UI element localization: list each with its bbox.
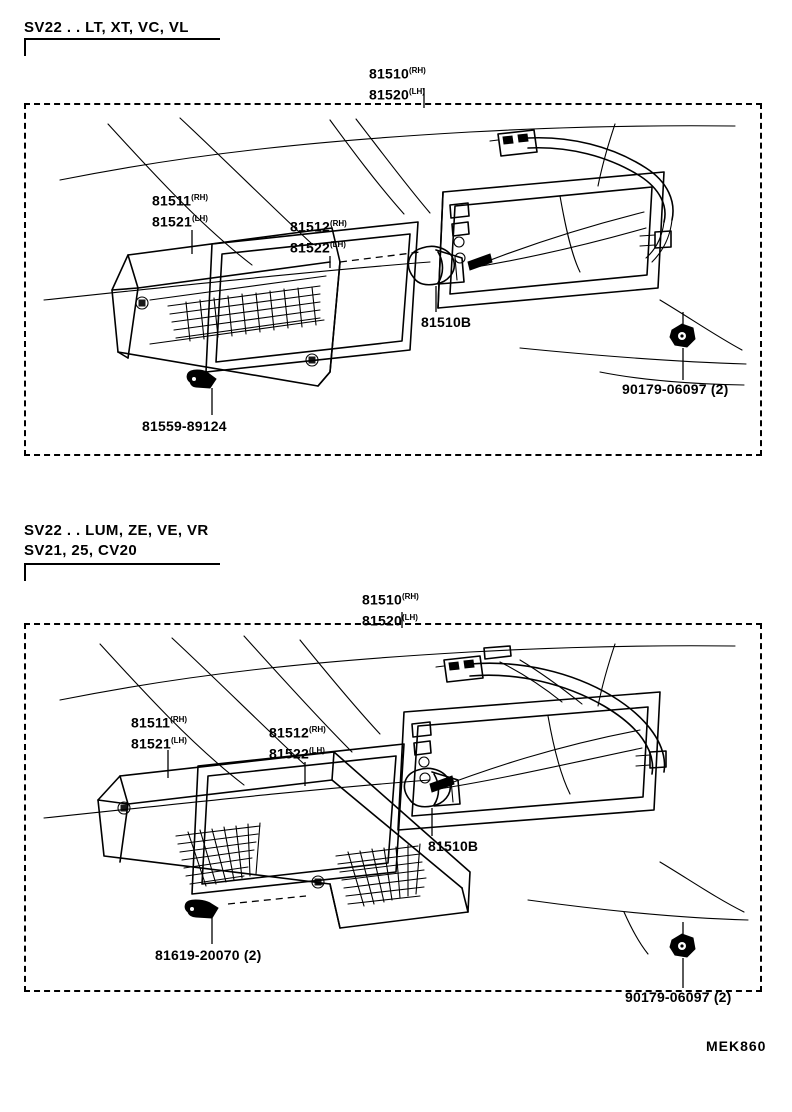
panel-2-heading-line1: SV22 . . LUM, ZE, VE, VR (24, 522, 209, 539)
panel-2-assembly-sfx-rh: (RH) (401, 592, 419, 601)
panel-2-assembly-sfx-lh: (LH) (401, 612, 418, 622)
panel-2-packing-label: 81512(RH) 81522(LH) (269, 721, 326, 762)
panel-1-nut-label: 90179-06097 (2) (622, 381, 729, 397)
panel-1-packing-label: 81512(RH) 81522(LH) (290, 215, 347, 256)
panel-1-assembly-label: 81510(RH) 81520(LH) (369, 62, 426, 103)
panel-1-packing-sfx-rh: (RH) (329, 219, 347, 228)
panel-1-lens-label: 81511(RH) 81521(LH) (152, 189, 208, 230)
panel-2-packing-num-lh: 81522 (269, 745, 309, 762)
panel-1-assembly-num-rh: 81510 (369, 65, 409, 82)
panel-2-illustration-frame (24, 623, 762, 992)
panel-1-packing-num-lh: 81522 (290, 239, 330, 256)
panel-2-packing-num-rh: 81512 (269, 724, 309, 741)
panel-1-assembly-sfx-rh: (RH) (408, 66, 426, 75)
panel-2-nut-label: 90179-06097 (2) (625, 989, 732, 1005)
panel-1-bulb-label: 81510B (421, 314, 472, 330)
panel-2-lens-sfx-lh: (LH) (170, 735, 187, 745)
panel-1-packing-num-rh: 81512 (290, 218, 330, 235)
drawing-code: MEK860 (706, 1038, 767, 1054)
panel-2-lens-num-lh: 81521 (131, 735, 171, 752)
panel-1-lens-num-rh: 81511 (152, 192, 192, 209)
panel-2-assembly-num-lh: 81520 (362, 612, 402, 629)
panel-1-lens-num-lh: 81521 (152, 213, 192, 230)
panel-1-heading-rule (24, 38, 220, 40)
panel-1-lens-sfx-lh: (LH) (191, 213, 208, 223)
panel-2-packing-sfx-lh: (LH) (308, 745, 325, 755)
panel-2-assembly-num-rh: 81510 (362, 591, 402, 608)
panel-1-lens-sfx-rh: (RH) (191, 193, 209, 202)
panel-2-heading-rule (24, 563, 220, 565)
panel-1-heading-rule-tick (24, 38, 26, 56)
panel-1-assembly-sfx-lh: (LH) (408, 86, 425, 96)
panel-2-heading-line2: SV21, 25, CV20 (24, 542, 138, 559)
panel-2-lens-num-rh: 81511 (131, 714, 171, 731)
panel-1-heading-line1: SV22 . . LT, XT, VC, VL (24, 19, 189, 36)
panel-1-assembly-num-lh: 81520 (369, 86, 409, 103)
panel-2-assembly-label: 81510(RH) 81520(LH) (362, 588, 419, 629)
panel-2-heading-rule-tick (24, 563, 26, 581)
panel-2-packing-sfx-rh: (RH) (308, 725, 326, 734)
panel-1-screw-label: 81559-89124 (142, 418, 227, 434)
panel-2-screw-label: 81619-20070 (2) (155, 947, 262, 963)
panel-1-illustration-frame (24, 103, 762, 456)
panel-2-lens-label: 81511(RH) 81521(LH) (131, 711, 187, 752)
panel-2-lens-sfx-rh: (RH) (170, 715, 188, 724)
panel-1-packing-sfx-lh: (LH) (329, 239, 346, 249)
panel-2-bulb-label: 81510B (428, 838, 479, 854)
